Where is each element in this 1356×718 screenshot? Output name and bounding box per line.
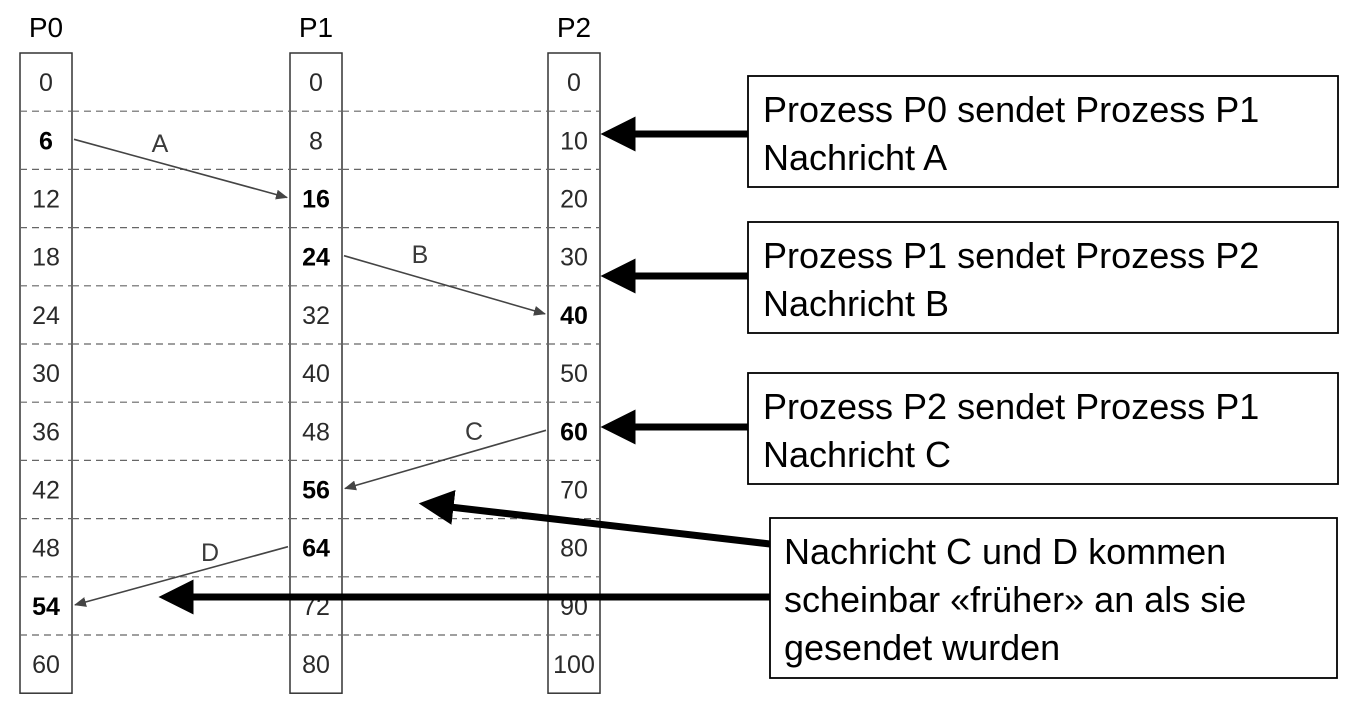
note-text-line: scheinbar «früher» an als sie (784, 579, 1246, 620)
clock-value: 0 (567, 69, 581, 97)
clock-value: 12 (32, 186, 60, 214)
clock-value: 0 (309, 69, 323, 97)
clock-value: 18 (32, 244, 60, 272)
message-arrow (73, 138, 288, 200)
clock-value: 64 (302, 535, 330, 563)
message-b: B (343, 241, 546, 316)
message-label: C (465, 418, 483, 446)
note-box (747, 75, 1339, 188)
clock-value: 0 (39, 69, 53, 97)
clock-value: 36 (32, 418, 60, 446)
clock-value: 42 (32, 477, 60, 505)
clock-value: 40 (302, 360, 330, 388)
clock-value: 56 (302, 477, 330, 505)
process-timeline-box (289, 52, 343, 694)
message-arrow (344, 429, 547, 491)
process-timeline-box (547, 52, 601, 694)
process-label: P1 (299, 12, 333, 43)
clock-value: 24 (302, 244, 330, 272)
note-text-line: Prozess P2 sendet Prozess P1 (763, 386, 1259, 427)
clock-value: 70 (560, 477, 588, 505)
note-text-line: Nachricht C (763, 434, 951, 475)
note-3: Prozess P2 sendet Prozess P1 Nachricht C (600, 372, 1339, 485)
clock-value: 32 (302, 302, 330, 330)
message-label: B (412, 241, 429, 269)
clock-value: 6 (39, 127, 53, 155)
note-box (747, 372, 1339, 485)
message-d: D (74, 539, 289, 607)
clock-value: 30 (32, 360, 60, 388)
note-text-line: Nachricht C und D kommen (784, 531, 1226, 572)
message-c: C (344, 418, 547, 491)
note-text-line: Prozess P1 sendet Prozess P2 (763, 235, 1259, 276)
clock-value: 50 (560, 360, 588, 388)
message-label: A (152, 130, 169, 158)
note-text-line: gesendet wurden (784, 627, 1060, 668)
clock-value: 80 (560, 535, 588, 563)
clock-value: 48 (302, 418, 330, 446)
process-column-p0: P0 0 6 12 18 24 30 36 42 48 54 60 (19, 12, 73, 694)
clock-value: 16 (302, 186, 330, 214)
note-1: Prozess P0 sendet Prozess P1 Nachricht A (600, 75, 1339, 188)
clock-value: 60 (32, 651, 60, 679)
message-arrow (343, 254, 546, 316)
note-text-line: Nachricht A (763, 137, 947, 178)
note-text-line: Prozess P0 sendet Prozess P1 (763, 89, 1259, 130)
process-columns: P0 0 6 12 18 24 30 36 42 48 54 60 P1 0 8 16 24 32 40 48 56 64… (19, 12, 601, 694)
clock-value: 20 (560, 186, 588, 214)
clock-value: 10 (560, 127, 588, 155)
note-text-line: Nachricht B (763, 283, 949, 324)
clock-value: 40 (560, 302, 588, 330)
note-box (769, 517, 1338, 679)
process-label: P2 (557, 12, 591, 43)
message-arrows: A B C D (73, 130, 547, 607)
clock-value: 8 (309, 127, 323, 155)
clock-value: 30 (560, 244, 588, 272)
clock-value: 54 (32, 593, 60, 621)
clock-value: 80 (302, 651, 330, 679)
process-label: P0 (29, 12, 63, 43)
note-2: Prozess P1 sendet Prozess P2 Nachricht B (600, 221, 1339, 334)
clock-value: 24 (32, 302, 60, 330)
message-arrow (74, 545, 289, 607)
note-box (747, 221, 1339, 334)
clock-value: 60 (560, 418, 588, 446)
process-timeline-box (19, 52, 73, 694)
clock-value: 100 (553, 651, 595, 679)
clock-value: 48 (32, 535, 60, 563)
pointer-arrow (418, 490, 771, 548)
message-label: D (201, 539, 219, 567)
note-4: Nachricht C und D kommen scheinbar «frühe… (158, 490, 1338, 679)
message-a: A (73, 130, 288, 200)
